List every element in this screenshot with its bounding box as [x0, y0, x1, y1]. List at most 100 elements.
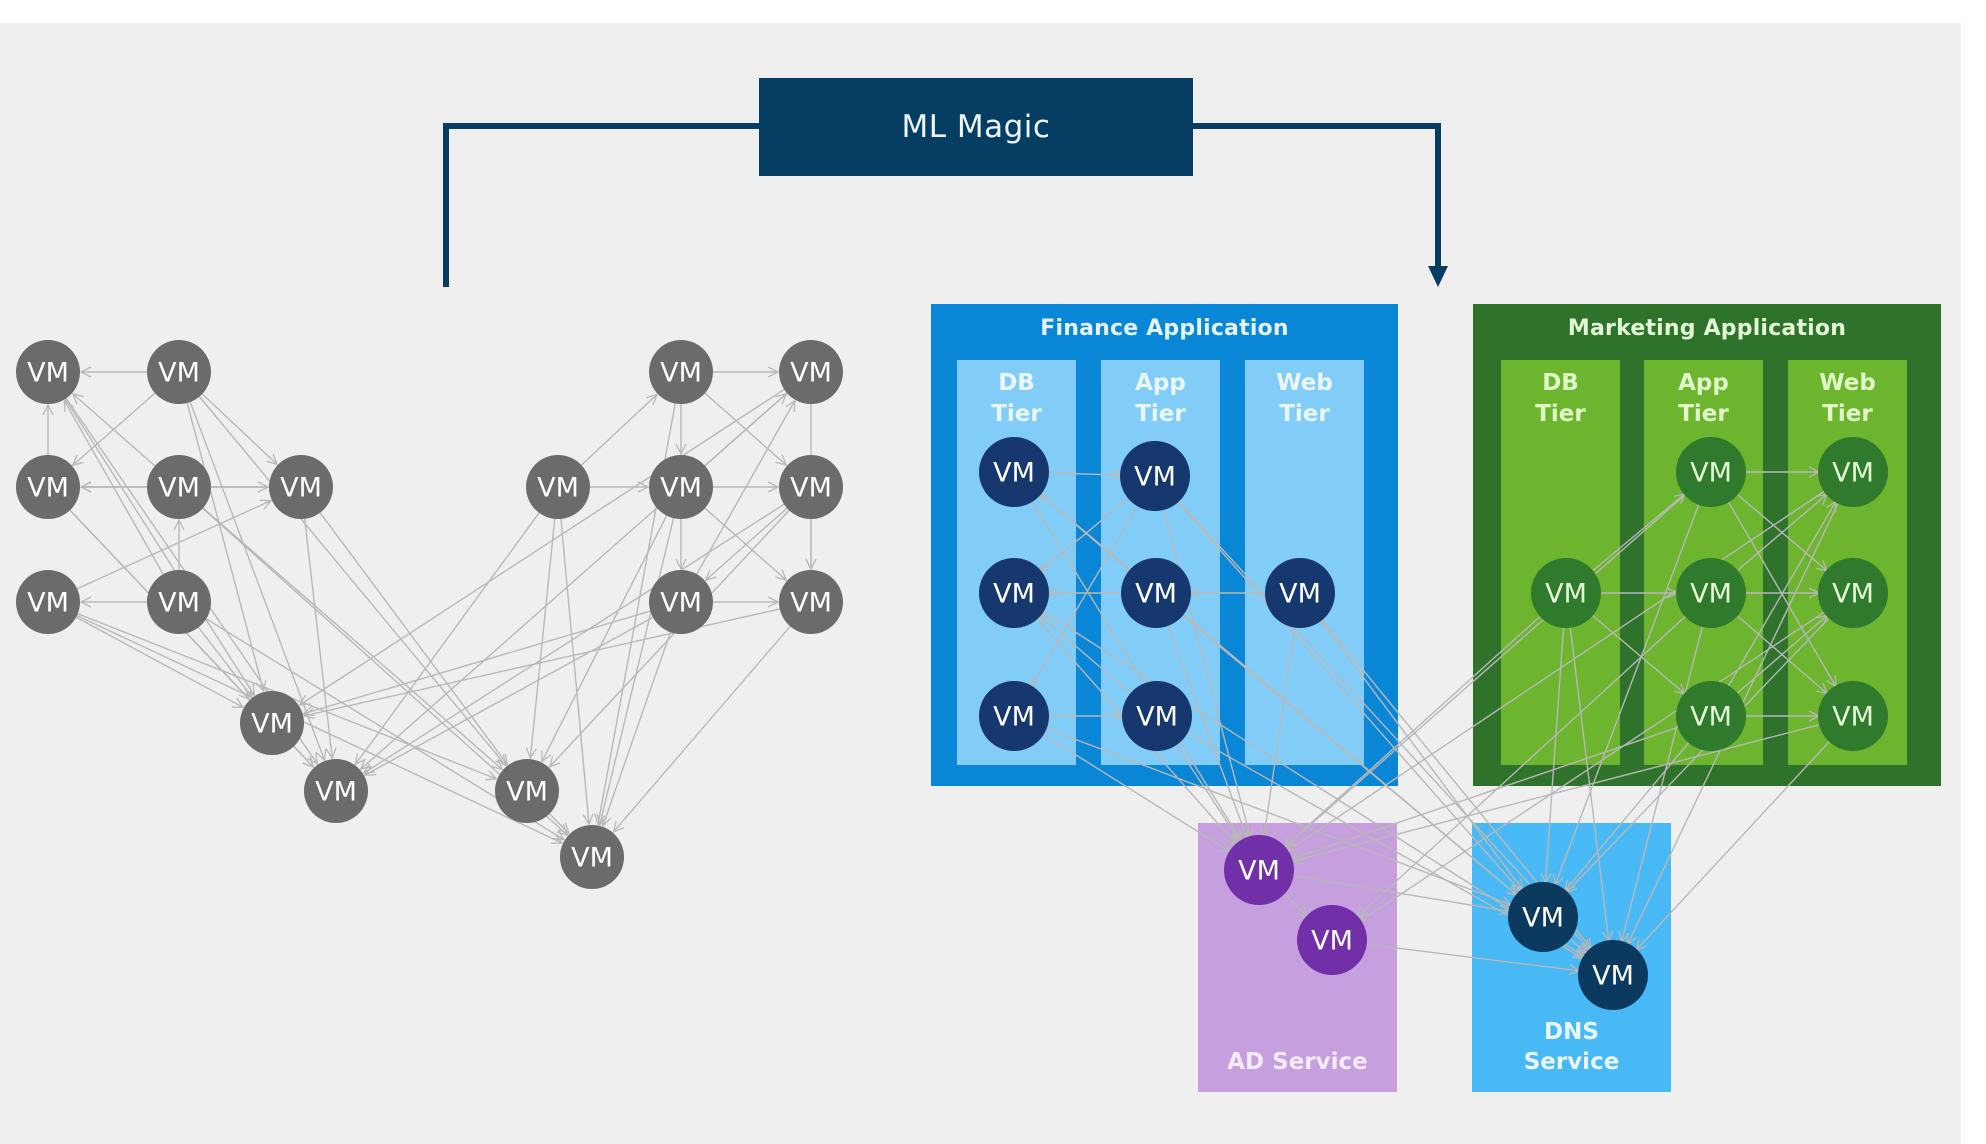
dependency-edge: [1567, 937, 1586, 953]
vm-node[interactable]: VM: [1818, 437, 1888, 507]
vm-node[interactable]: VM: [526, 455, 590, 519]
vm-node[interactable]: VM: [649, 340, 713, 404]
vm-label: VM: [1690, 702, 1732, 733]
dependency-edge: [300, 388, 785, 705]
dependency-edge: [1162, 507, 1250, 837]
vm-node[interactable]: VM: [1265, 558, 1335, 628]
vm-node[interactable]: VM: [147, 570, 211, 634]
vm-circle: [147, 455, 211, 519]
finance-application-title: Finance Application: [1040, 316, 1289, 341]
vm-label: VM: [1545, 579, 1587, 610]
vm-circle: [1122, 681, 1192, 751]
vm-node[interactable]: VM: [779, 570, 843, 634]
dependency-edge: [355, 512, 540, 765]
dependency-edge: [293, 745, 313, 767]
ml-input-connector: [443, 123, 760, 287]
dependency-edge: [186, 402, 263, 691]
vm-circle: [147, 570, 211, 634]
vm-node[interactable]: VM: [779, 340, 843, 404]
vm-node[interactable]: VM: [1120, 441, 1190, 511]
vm-label: VM: [1690, 458, 1732, 489]
dependency-edge: [1282, 892, 1308, 917]
vm-label: VM: [1279, 579, 1321, 610]
vm-node[interactable]: VM: [649, 455, 713, 519]
vm-node[interactable]: VM: [16, 570, 80, 634]
vm-node[interactable]: VM: [1676, 437, 1746, 507]
vm-circle: [560, 825, 624, 889]
vm-circle: [649, 455, 713, 519]
dependency-edge: [76, 614, 562, 843]
vm-circle: [16, 570, 80, 634]
vm-node[interactable]: VM: [560, 825, 624, 889]
vm-node[interactable]: VM: [979, 558, 1049, 628]
dependency-edge: [197, 626, 252, 696]
vm-label: VM: [27, 358, 69, 389]
vm-node[interactable]: VM: [779, 455, 843, 519]
vm-circle: [649, 570, 713, 634]
dependency-edge: [1735, 615, 1827, 695]
vm-circle: [1818, 437, 1888, 507]
dependency-edge: [1590, 494, 1685, 573]
vm-label: VM: [537, 473, 579, 504]
vm-label: VM: [790, 473, 832, 504]
dependency-edge: [614, 625, 791, 832]
vm-node[interactable]: VM: [16, 340, 80, 404]
dependency-edge: [1357, 614, 1688, 917]
vm-node[interactable]: VM: [1676, 681, 1746, 751]
vm-node[interactable]: VM: [1818, 558, 1888, 628]
vm-node[interactable]: VM: [1297, 905, 1367, 975]
ml-magic-box: ML Magic: [759, 78, 1193, 176]
ml-output-arrowhead: [1428, 266, 1448, 287]
vm-circle: [240, 691, 304, 755]
dependency-edge: [1364, 943, 1580, 971]
vm-node[interactable]: VM: [1121, 558, 1191, 628]
dependency-edge: [1319, 618, 1523, 889]
vm-label: VM: [158, 358, 200, 389]
vm-circle: [779, 455, 843, 519]
vm-node[interactable]: VM: [240, 691, 304, 755]
vm-circle: [16, 455, 80, 519]
vm-node[interactable]: VM: [1224, 835, 1294, 905]
vm-node[interactable]: VM: [979, 681, 1049, 751]
vm-node[interactable]: VM: [1508, 882, 1578, 952]
vm-label: VM: [790, 588, 832, 619]
dependency-edge: [303, 518, 333, 758]
dependency-edge: [201, 393, 277, 464]
vm-circle: [16, 340, 80, 404]
dependency-edge: [1555, 502, 1700, 885]
vm-label: VM: [158, 473, 200, 504]
vm-node[interactable]: VM: [147, 340, 211, 404]
vm-label: VM: [1136, 702, 1178, 733]
ad-service-label: AD Service: [1227, 1049, 1368, 1075]
vm-circle: [1676, 681, 1746, 751]
vm-label: VM: [660, 588, 702, 619]
vm-node[interactable]: VM: [1578, 940, 1648, 1010]
vm-node[interactable]: VM: [304, 759, 368, 823]
dependency-edge: [600, 517, 675, 825]
vm-node[interactable]: VM: [147, 455, 211, 519]
vm-node[interactable]: VM: [269, 455, 333, 519]
vm-node[interactable]: VM: [1122, 681, 1192, 751]
dependency-edge: [1567, 616, 1831, 893]
vm-circle: [779, 340, 843, 404]
vm-circle: [1676, 558, 1746, 628]
vm-label: VM: [1135, 579, 1177, 610]
vm-node[interactable]: VM: [979, 437, 1049, 507]
dependency-edge: [542, 515, 668, 762]
vm-circle: [1297, 905, 1367, 975]
dependency-edge: [1031, 504, 1139, 686]
vm-node[interactable]: VM: [649, 570, 713, 634]
vm-circle: [1818, 681, 1888, 751]
vm-label: VM: [1832, 458, 1874, 489]
vm-node[interactable]: VM: [1676, 558, 1746, 628]
vm-node[interactable]: VM: [1531, 558, 1601, 628]
vm-node[interactable]: VM: [16, 455, 80, 519]
vm-node[interactable]: VM: [495, 759, 559, 823]
vm-node[interactable]: VM: [1818, 681, 1888, 751]
vm-label: VM: [27, 473, 69, 504]
dependency-edge: [603, 631, 672, 826]
